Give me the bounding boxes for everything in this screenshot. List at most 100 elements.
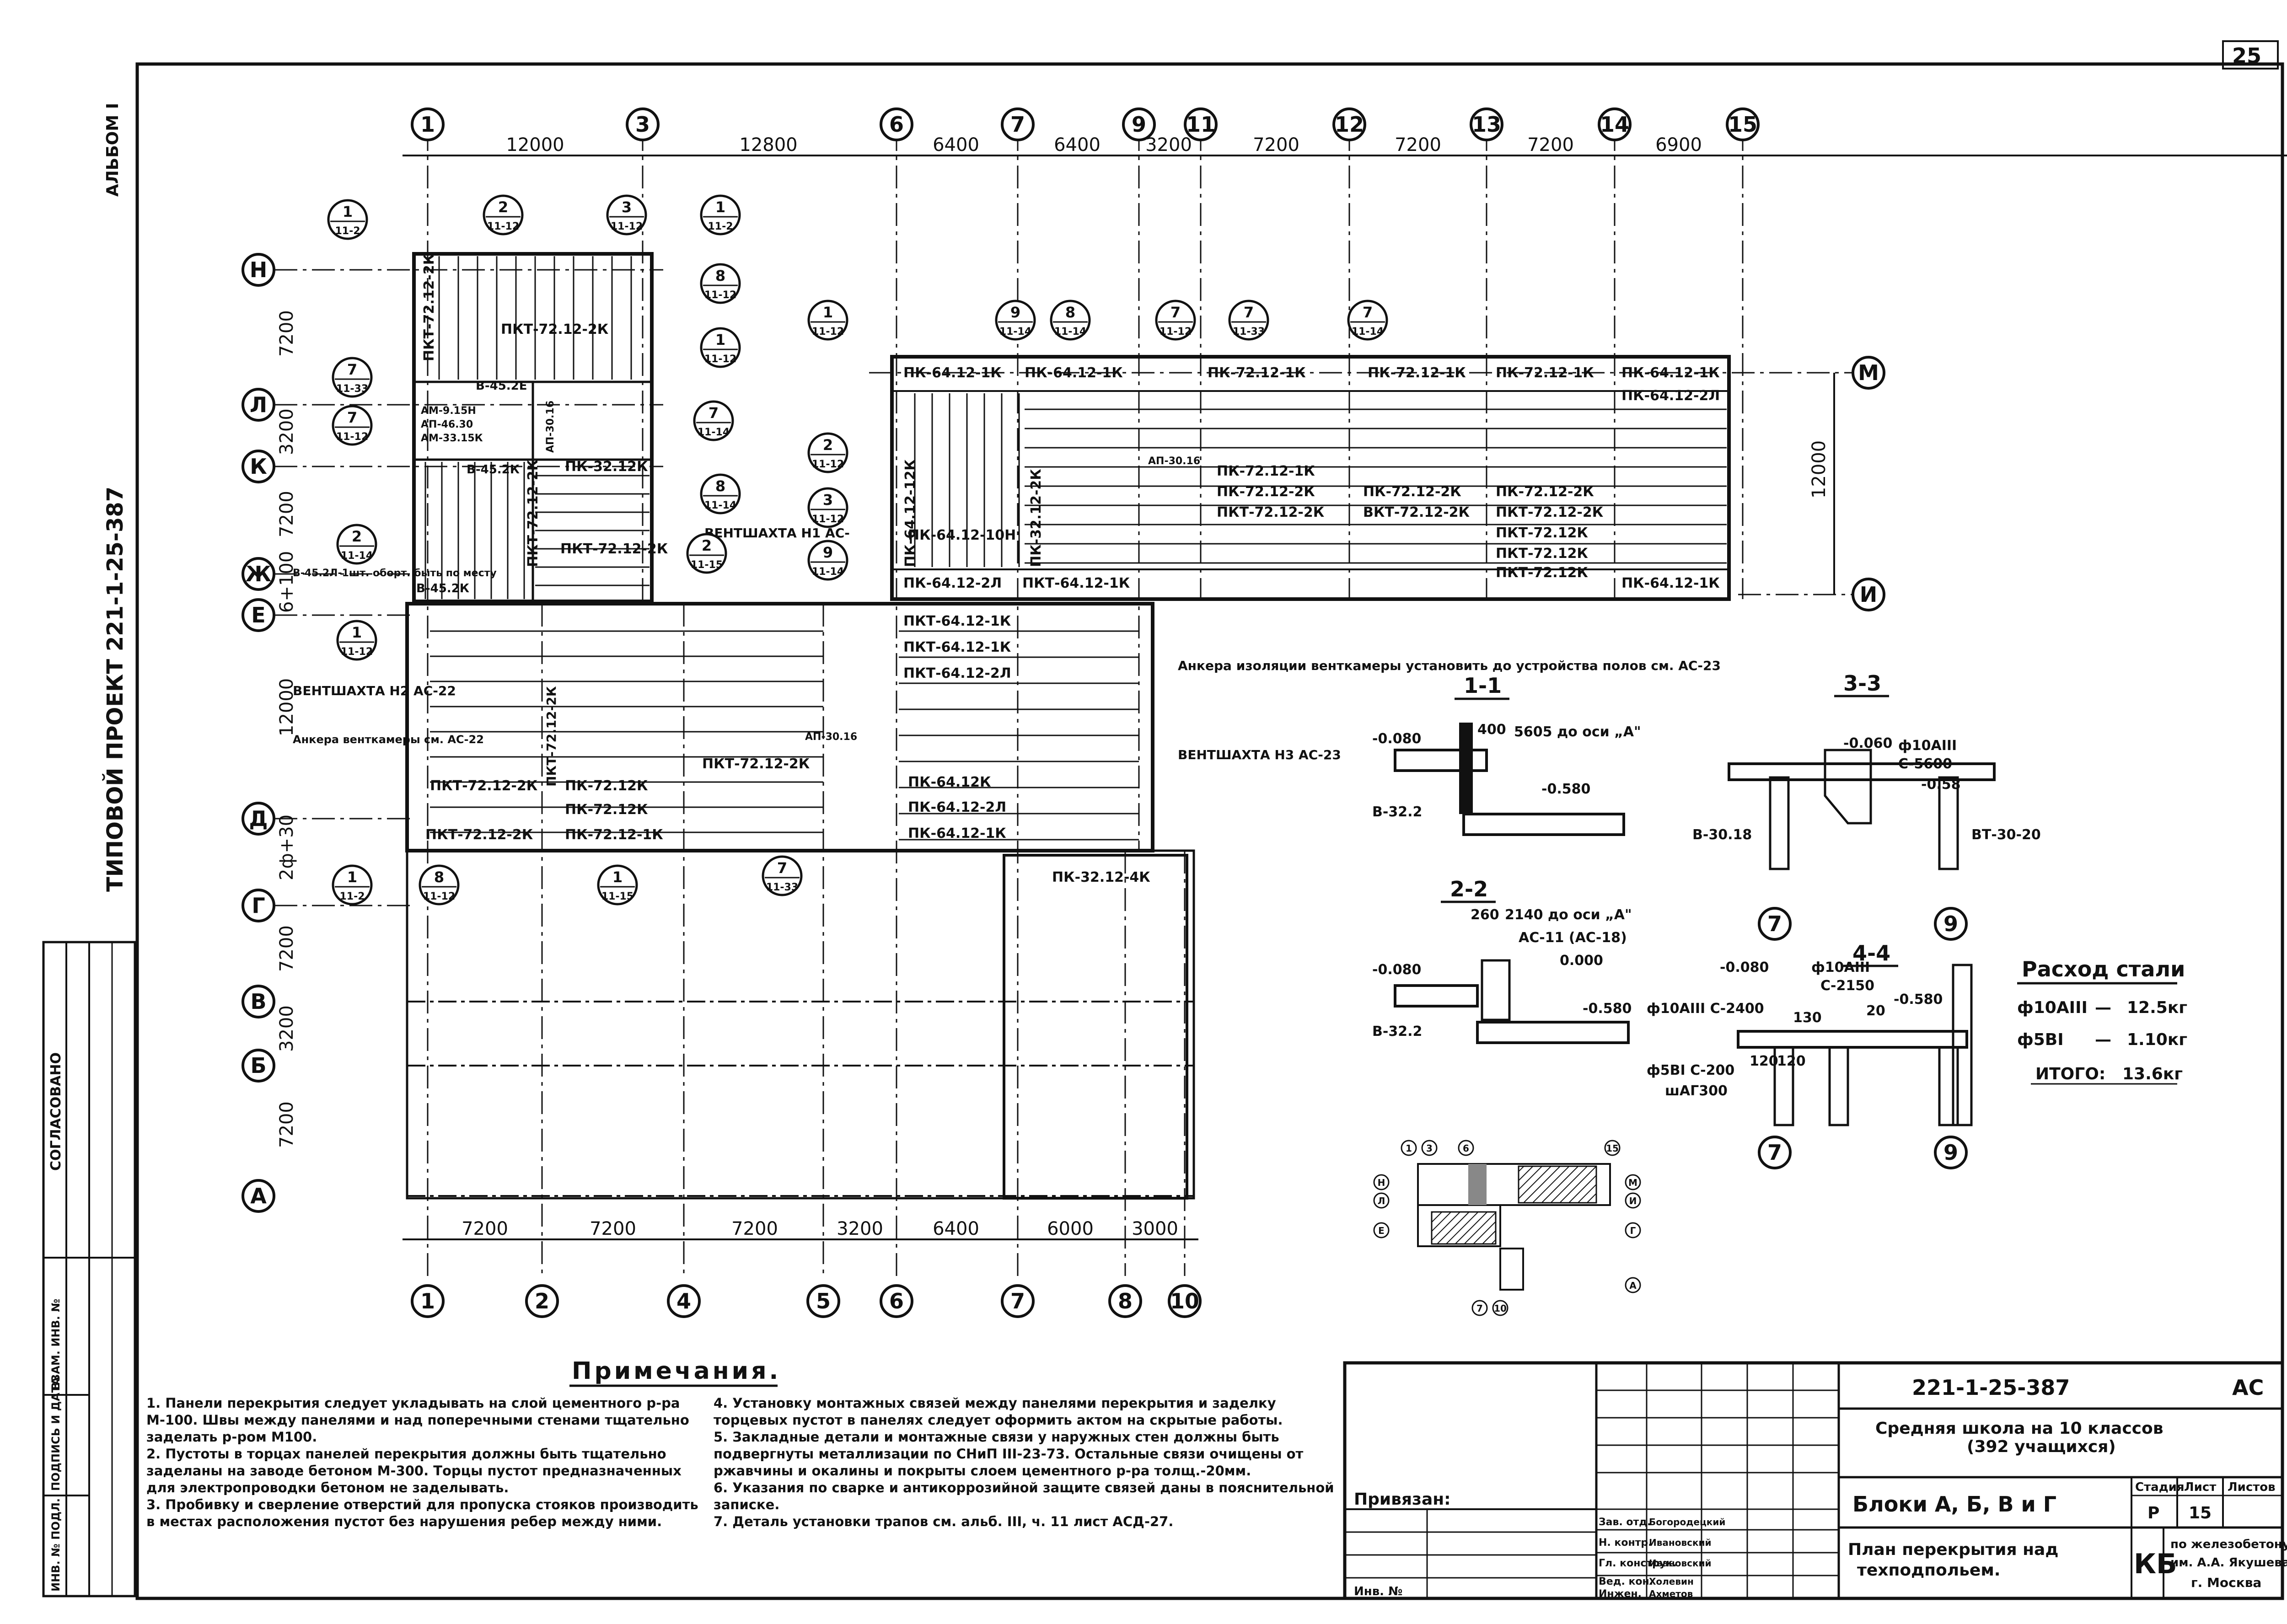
org-line: г. Москва — [2191, 1575, 2261, 1590]
section-note: 2140 до оси „А" — [1505, 907, 1632, 923]
svg-text:3: 3 — [622, 198, 632, 216]
dim-top: 6400 — [1054, 134, 1101, 155]
panel-label: ПК-64.12-12К — [902, 459, 918, 567]
panel-label: ПКТ-72.12-2К — [501, 322, 609, 338]
sheets-header: Листов — [2228, 1480, 2276, 1494]
panel-label: АП-30.16 — [1148, 456, 1200, 467]
panel-label: ПК-64.12-1К — [1025, 365, 1123, 381]
key-plan-axis: И — [1625, 1192, 1641, 1209]
section-callout: 111-12 — [700, 327, 741, 368]
panel-labels-left: ПКТ-72.12-2К ПКТ-72.12-2К ПК-32.12К ПКТ-… — [293, 253, 668, 595]
panel-label: ПК-64.12-1К — [903, 365, 1002, 381]
svg-text:11-2: 11-2 — [339, 891, 365, 902]
dim-bottom: 6400 — [933, 1218, 979, 1239]
section-callout: 111-2 — [327, 199, 368, 240]
left-block-panels — [424, 256, 650, 599]
section-callout: 711-33 — [762, 855, 803, 896]
svg-text:Е: Е — [1378, 1225, 1385, 1236]
center-block-panels — [430, 630, 1139, 841]
right-block-outline — [890, 355, 1731, 601]
org-code: КБ — [2134, 1548, 2177, 1580]
svg-text:Б: Б — [250, 1053, 266, 1078]
role: Н. контр. — [1599, 1537, 1652, 1549]
svg-text:7: 7 — [1767, 911, 1782, 936]
svg-text:11-15: 11-15 — [601, 891, 633, 902]
svg-text:11-14: 11-14 — [341, 550, 373, 562]
svg-text:7: 7 — [347, 409, 357, 426]
section-dim: 260 — [1471, 907, 1499, 923]
panel-label: ПК-64.12-1К — [1621, 575, 1720, 591]
dim-left: 7200 — [276, 491, 297, 537]
svg-text:И: И — [1860, 582, 1878, 607]
svg-text:11-33: 11-33 — [766, 882, 798, 893]
axis-bubble-top: 9 — [1122, 107, 1156, 141]
level-mark: -0.060 — [1843, 735, 1892, 751]
panel-label: ВКТ-72.12-2К — [1363, 504, 1470, 520]
svg-text:11-12: 11-12 — [487, 221, 519, 232]
axis-bubble-bottom: 10 — [1168, 1284, 1202, 1318]
section-1-1: 1-1 -0.080 -0.580 5605 до оси „А" 400 В-… — [1372, 673, 1641, 836]
svg-text:9: 9 — [1943, 1140, 1958, 1165]
vent-note: ВЕНТШАХТА Н2 АС-22 — [293, 683, 456, 698]
section-note: 5605 до оси „А" — [1514, 724, 1641, 740]
dim-left: 3200 — [276, 1005, 297, 1052]
svg-text:2: 2 — [352, 528, 362, 545]
section-axis-bubble: 7 — [1758, 1136, 1792, 1169]
svg-text:Л: Л — [250, 392, 267, 417]
title-block-text: 221-1-25-387 АС Средняя школа на 10 клас… — [1354, 1375, 2287, 1600]
note-item: 3. Пробивку и сверление отверстий для пр… — [146, 1497, 698, 1529]
key-plan-axis: 3 — [1421, 1140, 1438, 1156]
steel-name: ф5ВI — [2017, 1030, 2064, 1049]
notes-title: Примечания. — [572, 1357, 781, 1385]
svg-text:11-14: 11-14 — [1352, 326, 1384, 338]
dim-bottom: 3200 — [837, 1218, 883, 1239]
beam-label: В-30.18 — [1692, 827, 1752, 843]
panel-label: ПК-64.12-1К — [908, 825, 1006, 841]
dim-left: 7200 — [276, 925, 297, 972]
axis-bubble-top: 15 — [1726, 107, 1760, 141]
svg-text:А: А — [250, 1184, 267, 1208]
level-mark: -0.080 — [1372, 962, 1421, 978]
svg-text:8: 8 — [434, 868, 444, 886]
svg-text:1: 1 — [420, 112, 435, 137]
section-callout: 811-14 — [700, 473, 741, 515]
svg-text:1: 1 — [823, 304, 833, 321]
svg-text:Ж: Ж — [246, 562, 271, 586]
stage-header: Стадия — [2135, 1480, 2185, 1494]
key-plan-axis: 1 — [1401, 1140, 1417, 1156]
svg-text:13: 13 — [1472, 112, 1501, 137]
svg-text:7: 7 — [1767, 1140, 1782, 1165]
section-item: С-5600 — [1898, 756, 1952, 772]
svg-text:11-12: 11-12 — [341, 646, 373, 658]
svg-text:12: 12 — [1335, 112, 1364, 137]
svg-text:1: 1 — [420, 1289, 435, 1313]
section-axis-bubble: 9 — [1934, 1136, 1968, 1169]
svg-text:14: 14 — [1600, 112, 1629, 137]
svg-text:8: 8 — [715, 477, 725, 495]
panel-note: АМ-33.15К — [421, 433, 483, 444]
svg-text:Н: Н — [1378, 1177, 1385, 1188]
svg-text:7: 7 — [1010, 1289, 1025, 1313]
svg-text:4: 4 — [676, 1289, 691, 1313]
panel-label: ПК-72.12-1К — [1368, 365, 1466, 381]
section-4-4: 4-4 -0.080 -0.580 ф10АIII С-2150 ф10АIII… — [1647, 941, 1973, 1126]
svg-text:6: 6 — [1463, 1143, 1469, 1154]
panel-label: ПК-64.12-2Л — [903, 575, 1002, 591]
panel-label: ПК-72.12-1К — [1208, 365, 1306, 381]
svg-text:И: И — [1629, 1195, 1637, 1206]
svg-text:1: 1 — [352, 624, 362, 641]
panel-label: ПКТ-64.12-1К — [903, 639, 1011, 655]
panel-label: ПК-72.12К — [565, 778, 648, 794]
level-mark: -0.580 — [1583, 1001, 1632, 1017]
notes-col-left: 1. Панели перекрытия следует укладывать … — [146, 1395, 709, 1530]
level-mark: -0.580 — [1894, 992, 1943, 1008]
dim-top: 6400 — [933, 134, 979, 155]
svg-text:11-14: 11-14 — [698, 427, 730, 438]
svg-text:М: М — [1858, 360, 1879, 385]
sheet-title-2: техподпольем. — [1857, 1561, 2000, 1580]
section-callouts: 111-2211-12311-12111-2811-12111-12711-14… — [327, 194, 1388, 906]
panel-label: ПК-64.12К — [908, 774, 991, 790]
key-plan-axis: 15 — [1604, 1140, 1621, 1156]
section-callout: 111-2 — [700, 194, 741, 236]
